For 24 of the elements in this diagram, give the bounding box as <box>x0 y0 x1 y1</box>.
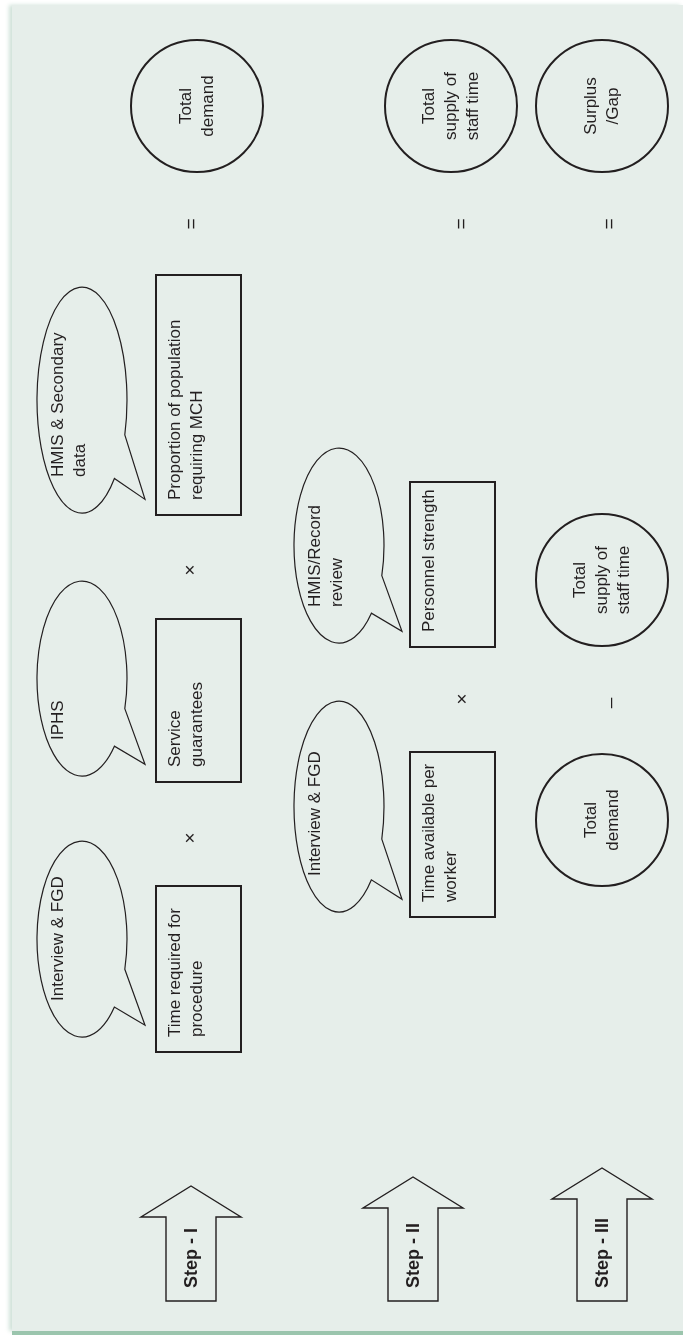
operator-sign: = <box>598 218 620 230</box>
bubble-text: Interview & FGD <box>304 750 325 876</box>
circle-text: Total demand <box>175 74 218 139</box>
circle-text: Total demand <box>580 788 623 853</box>
box-text: Personnel strength <box>418 489 439 632</box>
operator-sign: × <box>451 693 473 705</box>
operator-sign: = <box>450 218 472 230</box>
box-text: Time required for procedure <box>164 907 207 1037</box>
operator-sign: × <box>179 564 201 576</box>
bubble-text: Interview & FGD <box>47 875 68 1001</box>
operator-sign: × <box>179 832 201 844</box>
circle-text: Surplus /Gap <box>580 76 623 137</box>
bubble-text: IPHS <box>47 699 68 740</box>
circle-text: Total supply of staff time <box>569 544 634 617</box>
step-label: Step - I <box>180 1228 202 1288</box>
box-text: Service guarantees <box>164 680 207 767</box>
operator-sign: – <box>599 697 621 709</box>
operator-sign: = <box>180 218 202 230</box>
step-label: Step - III <box>591 1218 613 1288</box>
bubble-text: HMIS/Record review <box>304 503 347 607</box>
bubble-text: HMIS & Secondary data <box>47 331 90 477</box>
box-text: Time available per worker <box>418 762 461 902</box>
circle-text: Total supply of staff time <box>418 70 483 143</box>
step-label: Step - II <box>402 1223 424 1288</box>
